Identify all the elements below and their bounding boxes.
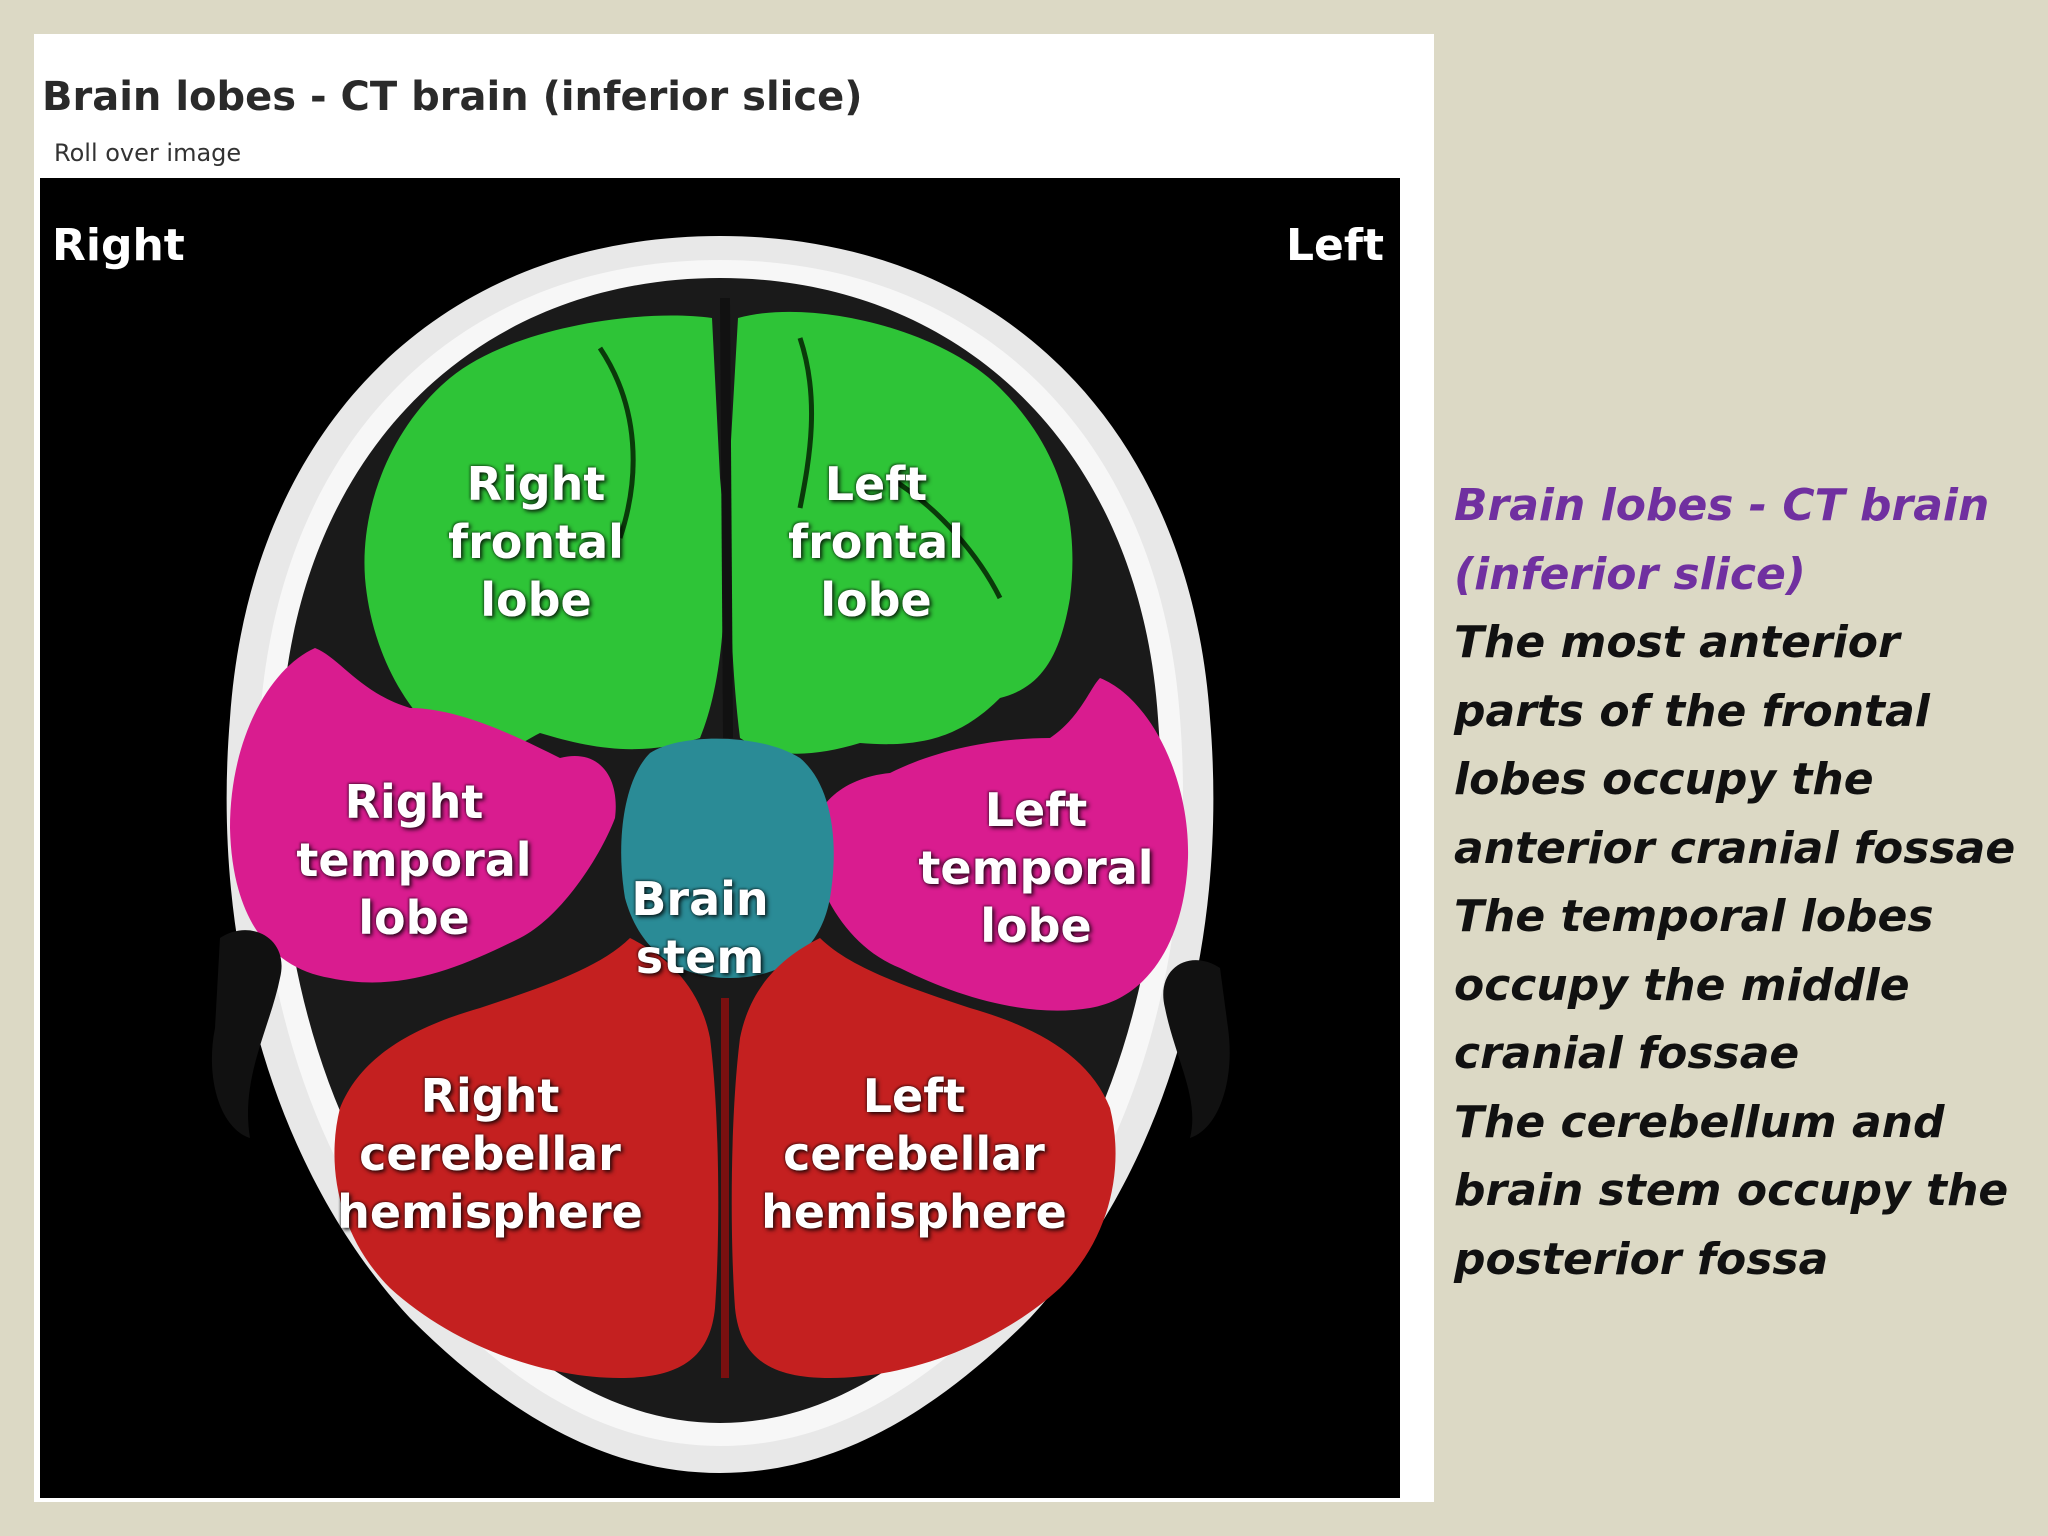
left-cerebellar-hemisphere	[731, 938, 1116, 1378]
notes-body-line: occupy the middle	[1454, 959, 1910, 1011]
region-label-line: lobe	[820, 573, 932, 627]
right-temporal-lobe	[230, 648, 616, 983]
roll-over-hint: Roll over image	[54, 139, 242, 167]
region-label-line: Right	[466, 457, 606, 511]
left-temporal-lobe	[810, 678, 1189, 1011]
notes-body-line: The cerebellum and	[1454, 1096, 1945, 1148]
right-frontal-lobe	[364, 315, 725, 758]
region-label-line: Right	[420, 1069, 560, 1123]
explanation-notes: Brain lobes - CT brain (inferior slice) …	[1454, 472, 2034, 1294]
right-cerebellar-hemisphere	[334, 938, 719, 1378]
left-ear-structure	[1163, 960, 1230, 1138]
notes-body-line: The temporal lobes	[1454, 891, 1934, 942]
region-label-line: frontal	[448, 515, 624, 569]
region-label-line: cerebellar	[783, 1127, 1045, 1181]
region-label-line: Left	[862, 1069, 966, 1123]
notes-body-line: parts of the frontal	[1454, 685, 1930, 737]
region-label-line: lobe	[980, 899, 1092, 953]
sulcus-line	[888, 475, 1003, 600]
figure-title: Brain lobes - CT brain (inferior slice)	[42, 74, 863, 120]
region-label-line: Brain	[631, 872, 769, 926]
region-label-line: Left	[984, 783, 1088, 837]
notes-body-line: The most anterior	[1454, 617, 1900, 668]
orientation-right-label: Right	[52, 220, 185, 271]
notes-heading-line: Brain lobes - CT brain	[1454, 480, 1990, 531]
region-label-line: hemisphere	[761, 1185, 1067, 1239]
region-label-line: temporal	[296, 833, 532, 887]
notes-body-line: posterior fossa	[1454, 1233, 1829, 1285]
left-frontal-lobe	[729, 311, 1073, 754]
region-label-line: frontal	[788, 515, 964, 569]
region-label-line: stem	[635, 930, 765, 984]
notes-body-line: anterior cranial fossae	[1454, 822, 2016, 874]
notes-heading-line: (inferior slice)	[1454, 548, 1806, 600]
sulcus-line	[797, 337, 815, 509]
right-ear-structure	[211, 930, 282, 1138]
region-label-line: Right	[344, 775, 484, 829]
notes-body-line: cranial fossae	[1454, 1028, 1800, 1079]
interhemispheric-fissure	[720, 297, 733, 739]
region-label-line: Left	[824, 457, 928, 511]
ct-figure-panel: Brain lobes - CT brain (inferior slice) …	[34, 34, 1434, 1502]
sulcus-line	[597, 346, 636, 539]
region-label-line: lobe	[480, 573, 592, 627]
notes-body-line: brain stem occupy the	[1454, 1165, 2009, 1216]
region-label-line: lobe	[358, 891, 470, 945]
ct-brain-drawing	[211, 236, 1230, 1473]
region-label-line: temporal	[918, 841, 1154, 895]
notes-body-line: lobes occupy the	[1454, 754, 1874, 805]
orientation-left-label: Left	[1285, 220, 1384, 271]
region-label-line: hemisphere	[337, 1185, 643, 1239]
brain-stem	[621, 738, 834, 978]
region-label-line: cerebellar	[359, 1127, 621, 1181]
